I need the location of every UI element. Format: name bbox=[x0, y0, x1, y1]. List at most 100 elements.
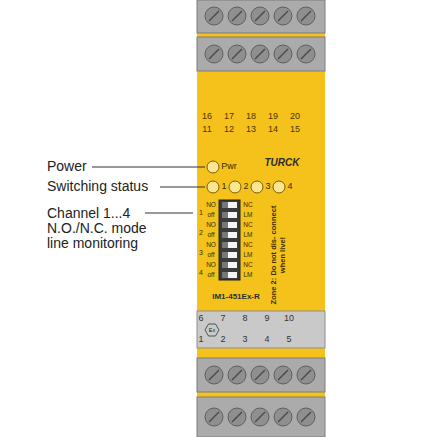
terminal-screw bbox=[274, 7, 292, 25]
device-marking: 3 bbox=[199, 249, 203, 257]
terminal-screw bbox=[274, 366, 292, 384]
dip-lever bbox=[222, 252, 228, 258]
dip-lever bbox=[222, 212, 228, 218]
dip-slot bbox=[222, 252, 237, 258]
device-marking: off bbox=[207, 231, 214, 238]
dip-lever bbox=[222, 222, 228, 228]
dip-slot bbox=[222, 272, 237, 278]
device-marking: 9 bbox=[264, 314, 269, 324]
terminal-screw bbox=[205, 408, 223, 426]
device-marking: 3 bbox=[242, 335, 247, 345]
device-marking: 1 bbox=[198, 335, 203, 345]
terminal-block bbox=[197, 397, 325, 437]
screw-slot bbox=[209, 412, 219, 422]
device-marking: 4 bbox=[199, 269, 203, 277]
terminal-screw bbox=[228, 7, 246, 25]
terminal-screw bbox=[205, 7, 223, 25]
screw-group bbox=[205, 7, 315, 426]
device-marking: 3 bbox=[265, 182, 270, 192]
terminal-screw bbox=[228, 408, 246, 426]
device-marking: 4 bbox=[264, 335, 269, 345]
screw-slot bbox=[232, 49, 242, 59]
device-marking: 6 bbox=[198, 314, 203, 324]
device-marking: Zone 2: Do not dis- connect when live! bbox=[269, 205, 287, 305]
screw-slot bbox=[301, 11, 311, 21]
device-marking: 14 bbox=[268, 125, 278, 135]
dip-lever bbox=[222, 202, 228, 208]
screw-slot bbox=[278, 370, 288, 380]
device-marking: NC bbox=[243, 261, 252, 268]
device-marking: NC bbox=[243, 221, 252, 228]
device-marking: 2 bbox=[243, 182, 248, 192]
housing bbox=[197, 0, 325, 437]
terminal-screw bbox=[205, 45, 223, 63]
device-marking: 10 bbox=[284, 314, 294, 324]
device-marking: LM bbox=[243, 211, 252, 218]
screw-slot bbox=[209, 11, 219, 21]
screw-slot bbox=[232, 370, 242, 380]
dip-slot bbox=[222, 212, 237, 218]
terminal-screw bbox=[251, 366, 269, 384]
device-marking: 2 bbox=[199, 229, 203, 237]
device-marking: 17 bbox=[224, 112, 234, 122]
leader-line bbox=[145, 213, 193, 214]
dip-switch-group bbox=[222, 202, 237, 278]
device-marking: NC bbox=[243, 201, 252, 208]
screw-slot bbox=[255, 370, 265, 380]
terminal-screw bbox=[228, 366, 246, 384]
screw-slot bbox=[278, 412, 288, 422]
screw-slot bbox=[301, 370, 311, 380]
screw-slot bbox=[209, 49, 219, 59]
device-marking: off bbox=[207, 251, 214, 258]
device-marking: 18 bbox=[246, 112, 256, 122]
dip-lever bbox=[222, 262, 228, 268]
screw-slot bbox=[232, 11, 242, 21]
device-marking: 16 bbox=[202, 112, 212, 122]
callout-label: Power bbox=[47, 159, 87, 174]
terminal-screw bbox=[274, 45, 292, 63]
device-marking: 12 bbox=[224, 125, 234, 135]
device-marking: 11 bbox=[202, 125, 211, 135]
terminal-block bbox=[197, 358, 325, 392]
device-marking: off bbox=[207, 271, 214, 278]
dip-lever bbox=[222, 242, 228, 248]
device-marking: 5 bbox=[286, 335, 291, 345]
terminal-screw bbox=[297, 408, 315, 426]
device-marking: LM bbox=[243, 231, 252, 238]
dip-slot bbox=[222, 242, 237, 248]
device-marking: 19 bbox=[268, 112, 278, 122]
terminal-screw bbox=[205, 366, 223, 384]
device-marking: LM bbox=[243, 251, 252, 258]
dip-lever bbox=[222, 272, 228, 278]
device-marking: 4 bbox=[287, 182, 292, 192]
device-marking: 7 bbox=[220, 314, 225, 324]
terminal-screw bbox=[251, 408, 269, 426]
device-marking: 15 bbox=[290, 125, 300, 135]
brand-logo: TURCK bbox=[265, 157, 300, 168]
screw-slot bbox=[278, 49, 288, 59]
device-marking: LM bbox=[243, 271, 252, 278]
led bbox=[273, 181, 285, 193]
dip-slot bbox=[222, 222, 237, 228]
device-marking: 1 bbox=[199, 209, 203, 217]
screw-slot bbox=[255, 49, 265, 59]
screw-slot bbox=[255, 412, 265, 422]
device-marking: 2 bbox=[220, 335, 225, 345]
terminal-screw bbox=[297, 7, 315, 25]
device-marking: 8 bbox=[242, 314, 247, 324]
terminal-screw bbox=[251, 7, 269, 25]
callout-label: Channel 1...4 N.O./N.C. mode line monito… bbox=[47, 206, 169, 251]
leader-line bbox=[160, 187, 205, 188]
terminal-screw bbox=[297, 45, 315, 63]
terminal-label-strip bbox=[197, 311, 325, 348]
device-marking: NC bbox=[243, 241, 252, 248]
screw-slot bbox=[301, 49, 311, 59]
screw-slot bbox=[255, 11, 265, 21]
device-marking: Pwr bbox=[221, 162, 237, 172]
device-marking: NO bbox=[206, 261, 216, 268]
dip-lever bbox=[222, 232, 228, 238]
terminal-screw bbox=[297, 366, 315, 384]
screw-slot bbox=[301, 412, 311, 422]
